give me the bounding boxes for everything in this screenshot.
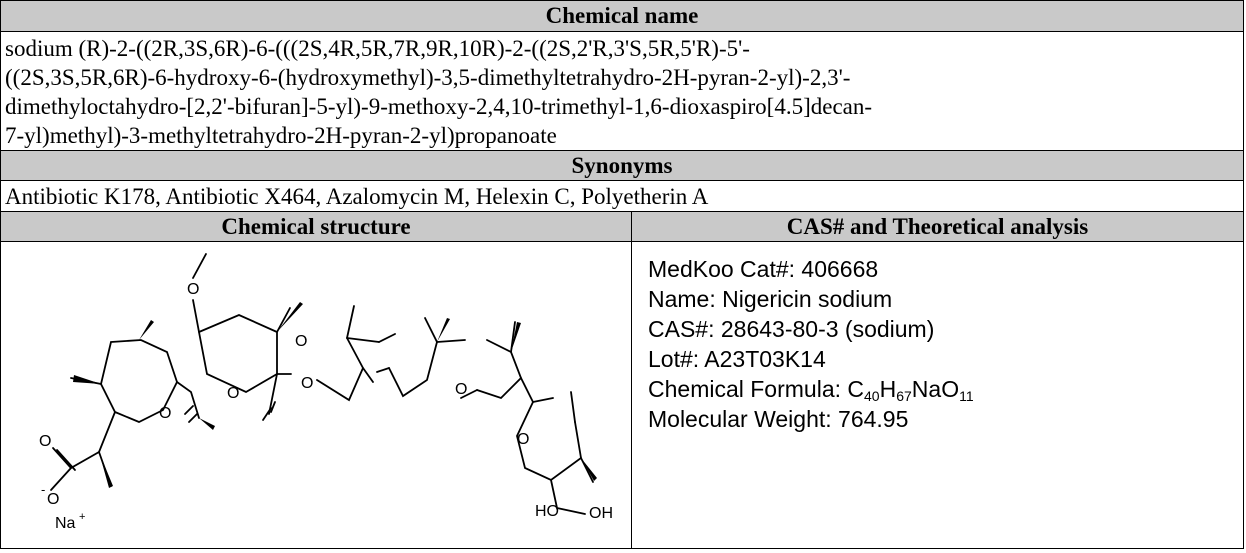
structure-label-o: O xyxy=(227,385,239,402)
chemical-name-header: Chemical name xyxy=(0,0,1244,32)
formula-count: 11 xyxy=(959,388,974,404)
synonyms-value: Antibiotic K178, Antibiotic X464, Azalom… xyxy=(0,180,1244,212)
chemical-name-line: ((2S,3S,5R,6R)-6-hydroxy-6-(hydroxymethy… xyxy=(5,65,851,90)
structure-label-o: O xyxy=(187,281,199,298)
structure-header: Chemical structure xyxy=(0,211,632,242)
cas-number: CAS#: 28643-80-3 (sodium) xyxy=(648,316,935,342)
chemical-name-line: sodium (R)-2-((2R,3S,6R)-6-(((2S,4R,5R,7… xyxy=(5,36,750,61)
structure-label-o: O xyxy=(455,381,467,398)
formula-element: NaO xyxy=(911,376,960,402)
structure-label-o: O xyxy=(295,333,307,350)
structure-label-o: O xyxy=(301,375,313,392)
medkoo-cat-number: MedKoo Cat#: 406668 xyxy=(648,256,879,282)
structure-label-o: O xyxy=(39,433,51,450)
structure-cell: O O O O O O O O O - Na + HO OH xyxy=(0,241,632,549)
synonyms-header: Synonyms xyxy=(0,150,1244,181)
analysis-cell: MedKoo Cat#: 406668 Name: Nigericin sodi… xyxy=(631,241,1244,549)
structure-label-o: O xyxy=(517,431,529,448)
formula-element: H xyxy=(879,376,897,402)
structure-label-o: O xyxy=(159,405,171,422)
structure-label-oh: OH xyxy=(589,505,613,522)
formula-count: 67 xyxy=(896,388,912,404)
product-name: Name: Nigericin sodium xyxy=(648,286,893,312)
structure-label-ho: HO xyxy=(535,503,559,520)
molecular-weight: Molecular Weight: 764.95 xyxy=(648,406,909,432)
lot-number: Lot#: A23T03K14 xyxy=(648,346,826,372)
structure-label-plus: + xyxy=(79,511,85,523)
chemical-formula: Chemical Formula: C40H67NaO11 xyxy=(648,374,1243,404)
chemical-name-value: sodium (R)-2-((2R,3S,6R)-6-(((2S,4R,5R,7… xyxy=(0,31,1244,151)
formula-label: Chemical Formula: xyxy=(648,376,848,402)
chemical-name-line: 7-yl)methyl)-3-methyltetrahydro-2H-pyran… xyxy=(5,123,557,148)
chemical-name-line: dimethyloctahydro-[2,2'-bifuran]-5-yl)-9… xyxy=(5,94,873,119)
chemical-structure-drawing: O O O O O O O O O - Na + HO OH xyxy=(39,253,613,532)
formula-count: 40 xyxy=(864,388,880,404)
structure-label-na: Na xyxy=(55,515,76,532)
structure-label-minus: - xyxy=(41,482,45,497)
analysis-header: CAS# and Theoretical analysis xyxy=(631,211,1244,242)
structure-label-o-minus: O xyxy=(47,491,59,508)
formula-element: C xyxy=(847,376,865,402)
